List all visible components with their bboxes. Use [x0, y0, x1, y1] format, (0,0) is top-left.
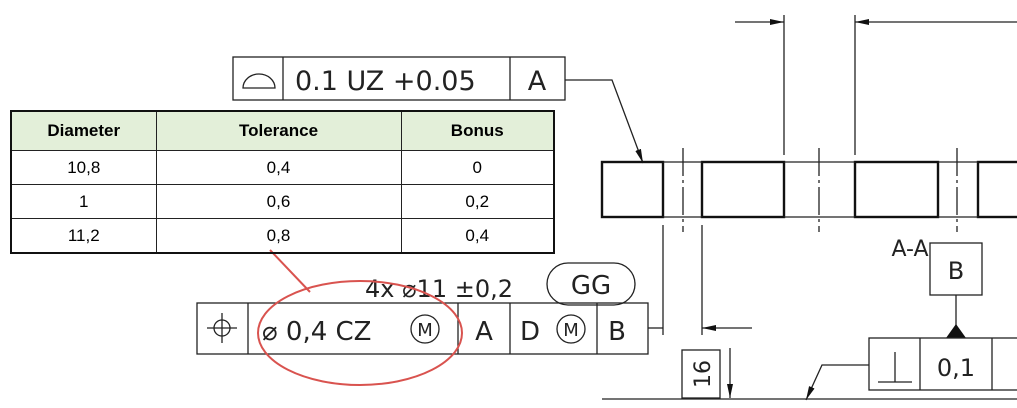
header-diameter: Diameter [10, 110, 157, 151]
position-icon [207, 313, 237, 343]
hole-tag: GG [571, 271, 611, 301]
perpendicularity-value: 0,1 [937, 354, 975, 382]
header-tolerance: Tolerance [155, 110, 402, 151]
table-header-row: Diameter Tolerance Bonus [10, 110, 555, 151]
cell-tolerance: 0,8 [155, 218, 402, 254]
header-bonus: Bonus [400, 110, 555, 151]
profile-tolerance-value: 0.1 UZ +0.05 [295, 66, 476, 97]
bonus-tolerance-table: Diameter Tolerance Bonus 10,8 0,4 0 1 0,… [10, 110, 555, 254]
section-view: A-A [600, 15, 1017, 335]
datum-triangle-icon [946, 324, 966, 338]
datum-secondary-modifier: M [563, 320, 579, 341]
datum-secondary: D [520, 317, 540, 347]
cell-diameter: 11,2 [10, 218, 157, 254]
profile-tolerance-frame: 0.1 UZ +0.05 A [232, 56, 644, 164]
datum-tertiary: B [608, 317, 626, 347]
hole-tag-oval [546, 262, 636, 306]
position-tolerance-value: ⌀ 0,4 CZ [262, 317, 372, 347]
highlight-ellipse [257, 280, 463, 386]
datum-primary: A [475, 317, 493, 347]
cell-bonus: 0,4 [400, 218, 555, 254]
datum-b-feature: B [929, 242, 983, 338]
datum-b-label: B [948, 257, 964, 285]
table-row: 1 0,6 0,2 [10, 184, 555, 219]
hole-size-callout: 4x ⌀11 ±0,2 [365, 275, 513, 303]
surface-profile-icon [242, 73, 276, 89]
section-label: A-A [891, 237, 928, 262]
cell-tolerance: 0,4 [155, 150, 402, 185]
mmc-modifier: M [417, 320, 433, 341]
profile-datum: A [528, 66, 547, 97]
profile-leader [565, 79, 644, 164]
table-row: 10,8 0,4 0 [10, 150, 555, 185]
cell-bonus: 0 [400, 150, 555, 185]
highlight-connector [269, 249, 311, 293]
perpendicularity-icon [878, 352, 912, 383]
cell-tolerance: 0,6 [155, 184, 402, 219]
basic-dimension: 16 [681, 348, 733, 399]
cell-diameter: 1 [10, 184, 157, 219]
basic-dimension-value: 16 [691, 360, 716, 388]
table-row: 11,2 0,8 0,4 [10, 218, 555, 254]
cell-diameter: 10,8 [10, 150, 157, 185]
perpendicularity-frame: 0,1 [805, 337, 1017, 401]
position-tolerance-frame: ⌀ 0,4 CZ M A D M B [196, 302, 649, 355]
cell-bonus: 0,2 [400, 184, 555, 219]
